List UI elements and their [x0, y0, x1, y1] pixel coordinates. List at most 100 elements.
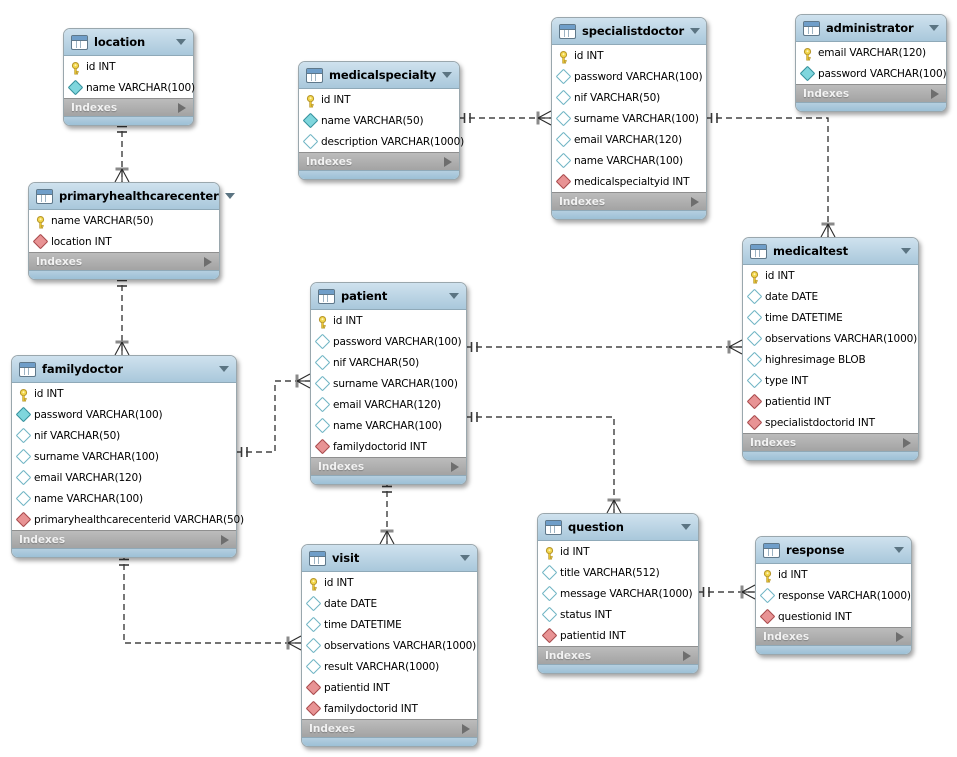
- column-row[interactable]: surname VARCHAR(100): [12, 446, 236, 467]
- relationship-primaryhealthcarecenter-familydoctor[interactable]: [114, 275, 130, 356]
- column-row[interactable]: email VARCHAR(120): [311, 394, 466, 415]
- indexes-row[interactable]: Indexes: [743, 433, 918, 451]
- column-row[interactable]: name VARCHAR(100): [64, 77, 195, 98]
- column-row[interactable]: id INT: [302, 572, 477, 593]
- table-header[interactable]: administrator: [796, 15, 946, 42]
- chevron-down-icon[interactable]: [460, 555, 470, 561]
- chevron-down-icon[interactable]: [929, 25, 939, 31]
- relationship-familydoctor-visit[interactable]: [119, 554, 302, 651]
- column-row[interactable]: password VARCHAR(100): [796, 63, 947, 84]
- column-row[interactable]: specialistdoctorid INT: [743, 412, 918, 433]
- triangle-right-icon[interactable]: [691, 196, 699, 207]
- column-row[interactable]: id INT: [756, 564, 911, 585]
- triangle-right-icon[interactable]: [931, 88, 939, 99]
- indexes-row[interactable]: Indexes: [299, 152, 459, 170]
- column-row[interactable]: id INT: [552, 45, 706, 66]
- chevron-down-icon[interactable]: [449, 293, 459, 299]
- column-row[interactable]: date DATE: [302, 593, 477, 614]
- column-row[interactable]: result VARCHAR(1000): [302, 656, 477, 677]
- column-row[interactable]: status INT: [538, 604, 698, 625]
- chevron-down-icon[interactable]: [442, 72, 453, 78]
- column-row[interactable]: primaryhealthcarecenterid VARCHAR(50): [12, 509, 244, 530]
- relationship-patient-question[interactable]: [466, 412, 622, 514]
- column-row[interactable]: id INT: [299, 89, 459, 110]
- triangle-right-icon[interactable]: [683, 650, 691, 661]
- indexes-row[interactable]: Indexes: [311, 457, 466, 475]
- relationship-familydoctor-patient[interactable]: [236, 373, 311, 457]
- table-header[interactable]: patient: [311, 283, 466, 310]
- indexes-row[interactable]: Indexes: [12, 530, 236, 548]
- table-header[interactable]: medicalspecialty: [299, 62, 459, 89]
- column-row[interactable]: title VARCHAR(512): [538, 562, 698, 583]
- chevron-down-icon[interactable]: [219, 366, 229, 372]
- column-row[interactable]: nif VARCHAR(50): [552, 87, 706, 108]
- relationship-specialistdoctor-medicaltest[interactable]: [706, 113, 836, 238]
- column-row[interactable]: medicalspecialtyid INT: [552, 171, 706, 192]
- chevron-down-icon[interactable]: [690, 28, 701, 34]
- triangle-right-icon[interactable]: [444, 156, 452, 167]
- column-row[interactable]: patientid INT: [538, 625, 698, 646]
- column-row[interactable]: name VARCHAR(50): [299, 110, 459, 131]
- indexes-row[interactable]: Indexes: [302, 719, 477, 737]
- table-header[interactable]: primaryhealthcarecenter: [29, 183, 235, 210]
- column-row[interactable]: id INT: [743, 265, 918, 286]
- column-row[interactable]: id INT: [538, 541, 698, 562]
- column-row[interactable]: id INT: [12, 383, 236, 404]
- column-row[interactable]: message VARCHAR(1000): [538, 583, 698, 604]
- table-header[interactable]: question: [538, 514, 698, 541]
- relationship-patient-medicaltest[interactable]: [466, 339, 743, 355]
- column-row[interactable]: name VARCHAR(100): [552, 150, 706, 171]
- chevron-down-icon[interactable]: [681, 524, 691, 530]
- triangle-right-icon[interactable]: [896, 631, 904, 642]
- indexes-row[interactable]: Indexes: [796, 84, 946, 102]
- relationship-location-primaryhealthcarecenter[interactable]: [114, 121, 130, 183]
- column-row[interactable]: description VARCHAR(1000): [299, 131, 464, 152]
- column-row[interactable]: password VARCHAR(100): [311, 331, 466, 352]
- indexes-row[interactable]: Indexes: [552, 192, 706, 210]
- column-row[interactable]: response VARCHAR(1000): [756, 585, 911, 606]
- column-row[interactable]: location INT: [29, 231, 219, 252]
- column-row[interactable]: name VARCHAR(100): [311, 415, 466, 436]
- triangle-right-icon[interactable]: [462, 723, 470, 734]
- indexes-row[interactable]: Indexes: [538, 646, 698, 664]
- column-row[interactable]: time DATETIME: [302, 614, 477, 635]
- table-header[interactable]: location: [64, 29, 193, 56]
- column-row[interactable]: email VARCHAR(120): [12, 467, 236, 488]
- column-row[interactable]: nif VARCHAR(50): [12, 425, 236, 446]
- column-row[interactable]: surname VARCHAR(100): [552, 108, 706, 129]
- column-row[interactable]: questionid INT: [756, 606, 911, 627]
- column-row[interactable]: observations VARCHAR(1000): [302, 635, 477, 656]
- chevron-down-icon[interactable]: [894, 547, 904, 553]
- chevron-down-icon[interactable]: [901, 248, 911, 254]
- column-row[interactable]: id INT: [64, 56, 193, 77]
- column-row[interactable]: familydoctorid INT: [311, 436, 466, 457]
- indexes-row[interactable]: Indexes: [64, 98, 193, 116]
- column-row[interactable]: date DATE: [743, 286, 918, 307]
- column-row[interactable]: time DATETIME: [743, 307, 918, 328]
- indexes-row[interactable]: Indexes: [756, 627, 911, 645]
- column-row[interactable]: highresimage BLOB: [743, 349, 918, 370]
- column-row[interactable]: password VARCHAR(100): [552, 66, 706, 87]
- table-header[interactable]: response: [756, 537, 911, 564]
- table-header[interactable]: specialistdoctor: [552, 18, 706, 45]
- chevron-down-icon[interactable]: [176, 39, 186, 45]
- triangle-right-icon[interactable]: [451, 461, 459, 472]
- chevron-down-icon[interactable]: [224, 193, 235, 199]
- column-row[interactable]: type INT: [743, 370, 918, 391]
- column-row[interactable]: email VARCHAR(120): [552, 129, 706, 150]
- table-header[interactable]: medicaltest: [743, 238, 918, 265]
- column-row[interactable]: id INT: [311, 310, 466, 331]
- triangle-right-icon[interactable]: [903, 437, 911, 448]
- column-row[interactable]: patientid INT: [743, 391, 918, 412]
